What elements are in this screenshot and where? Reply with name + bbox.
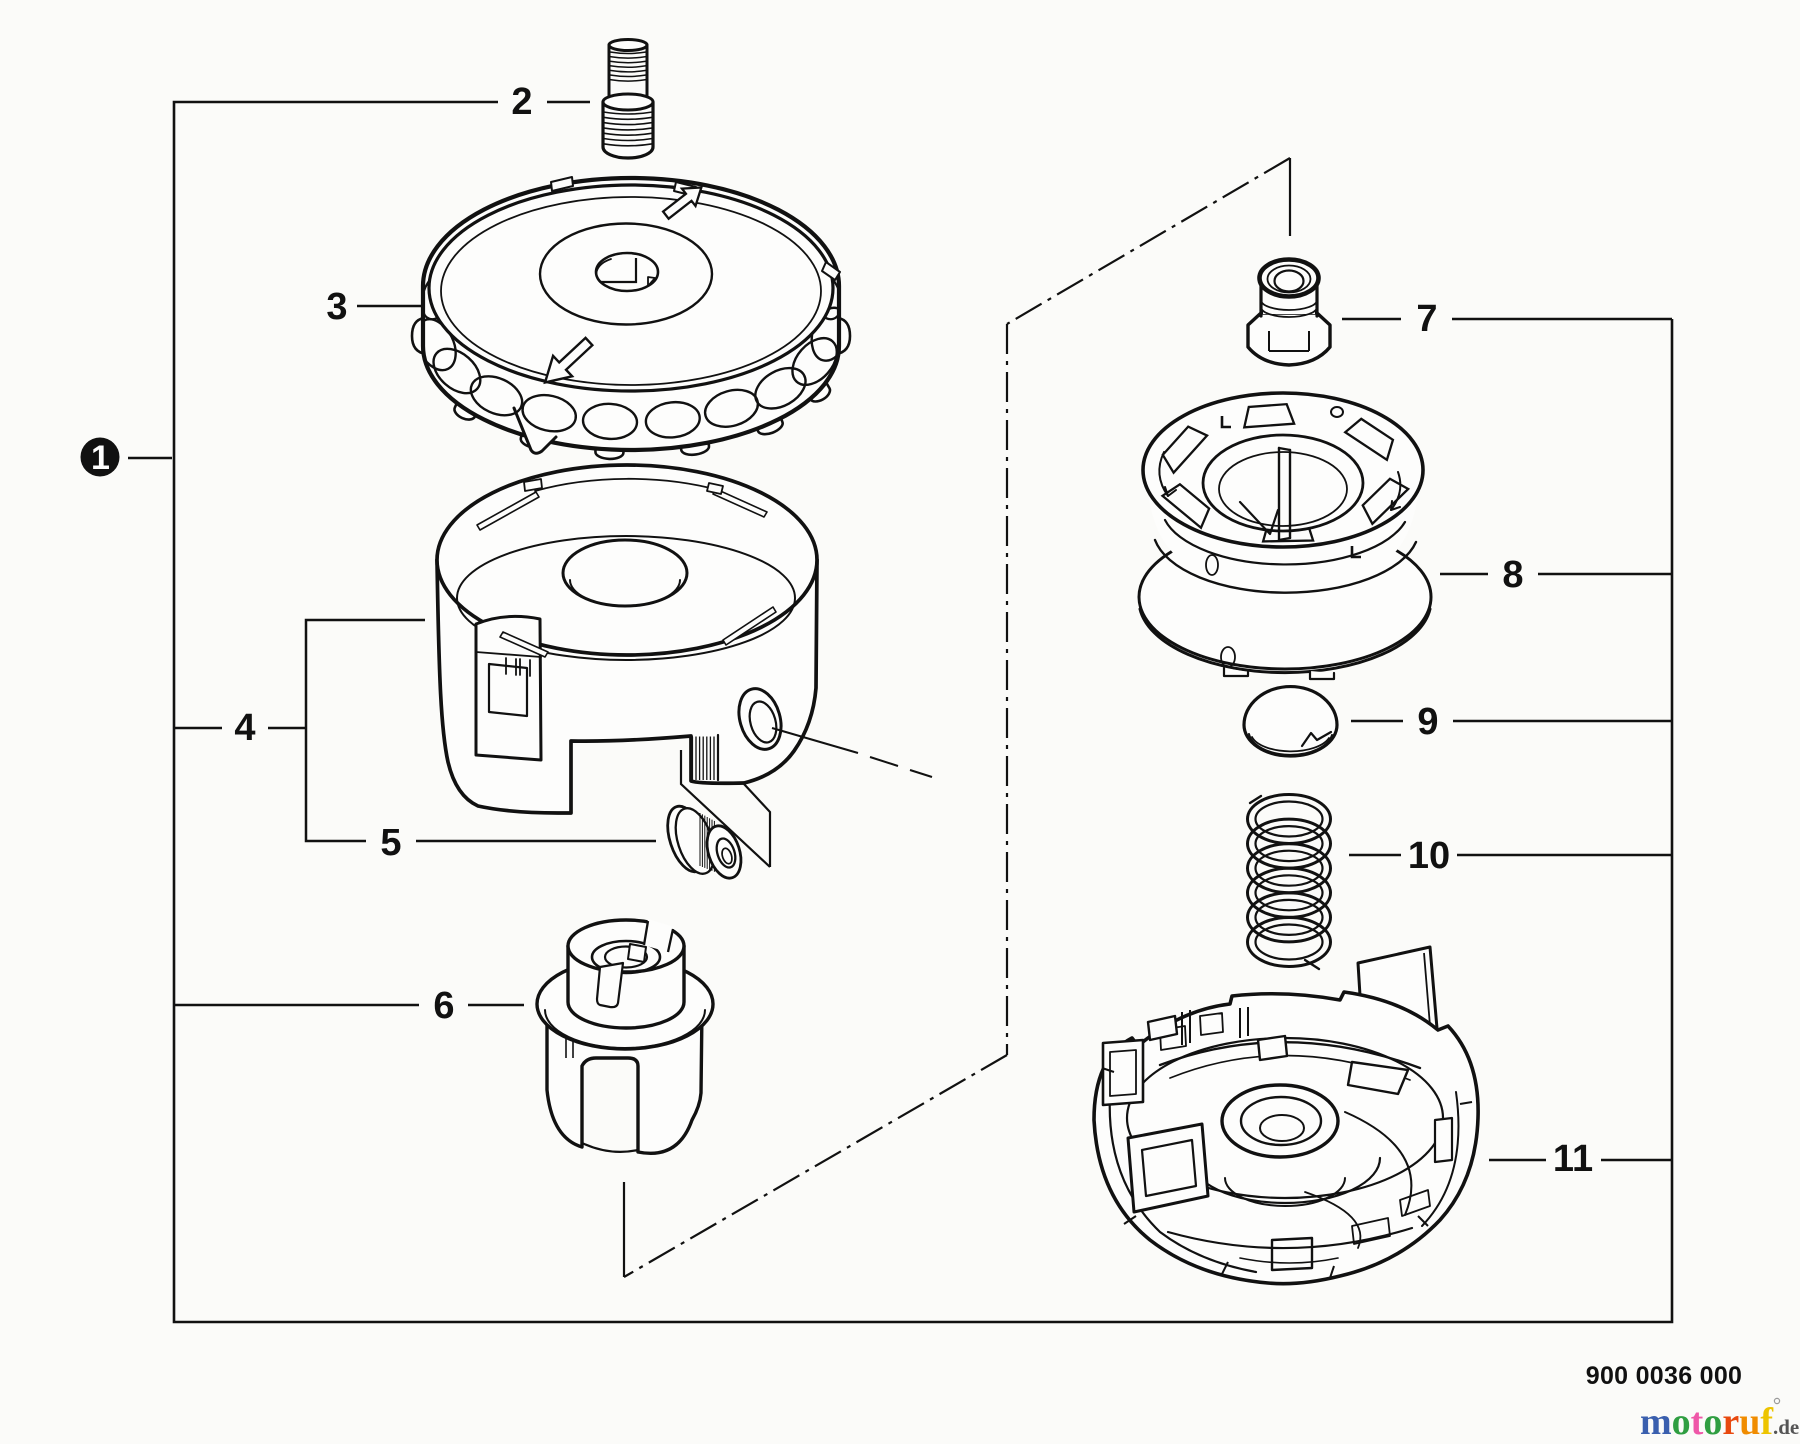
svg-text:9: 9 [1417, 701, 1438, 743]
svg-text:900 0036 000: 900 0036 000 [1586, 1362, 1743, 1390]
svg-text:7: 7 [1416, 298, 1437, 340]
svg-text:motoruf.de: motoruf.de [1640, 1401, 1799, 1443]
svg-text:8: 8 [1502, 554, 1523, 596]
svg-text:5: 5 [380, 822, 401, 864]
svg-text:1: 1 [91, 439, 110, 477]
svg-text:2: 2 [511, 81, 532, 123]
svg-text:4: 4 [234, 707, 255, 749]
svg-text:6: 6 [433, 985, 454, 1027]
svg-text:11: 11 [1553, 1138, 1593, 1180]
svg-text:10: 10 [1408, 835, 1450, 877]
svg-text:3: 3 [326, 286, 347, 328]
